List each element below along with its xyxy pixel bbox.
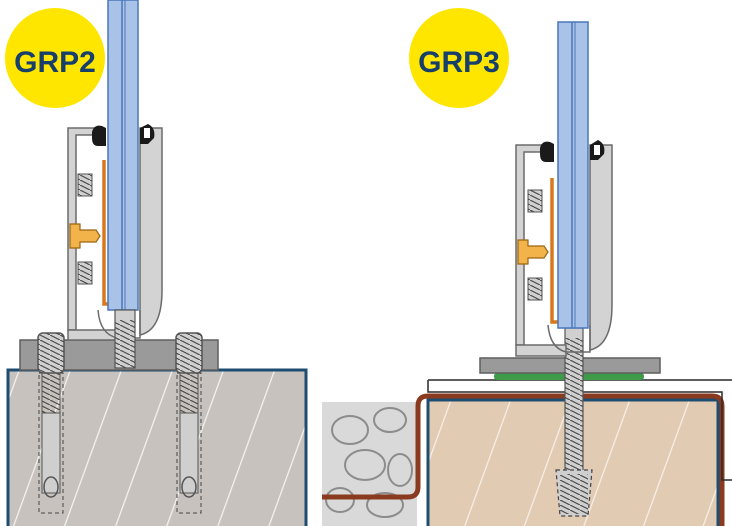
clamp-profile-grp3 <box>515 144 613 357</box>
wedge-insert <box>69 223 101 249</box>
grp2-badge: GRP2 <box>5 8 105 108</box>
anchor-bolt-right <box>175 332 203 514</box>
glass-panel <box>107 0 139 311</box>
seal-left-grp3 <box>540 141 554 162</box>
diagram-grp3: GRP3 <box>322 8 732 526</box>
glass-panel-grp3 <box>557 21 589 329</box>
clamp-profile <box>67 127 163 341</box>
grp3-label: GRP3 <box>418 46 500 79</box>
seal-left <box>92 125 106 146</box>
gravel-fill <box>322 402 417 526</box>
membrane-layer <box>322 393 725 526</box>
grp2-label: GRP2 <box>14 46 96 79</box>
grp2-badge-circle <box>5 8 105 108</box>
wedge-insert-grp3 <box>517 239 549 265</box>
chemical-anchor <box>555 469 593 517</box>
grp3-badge: GRP3 <box>409 8 509 108</box>
anchor-bolt-left <box>37 332 65 514</box>
diagram-grp2: GRP2 <box>5 0 308 526</box>
grp3-badge-circle <box>409 8 509 108</box>
